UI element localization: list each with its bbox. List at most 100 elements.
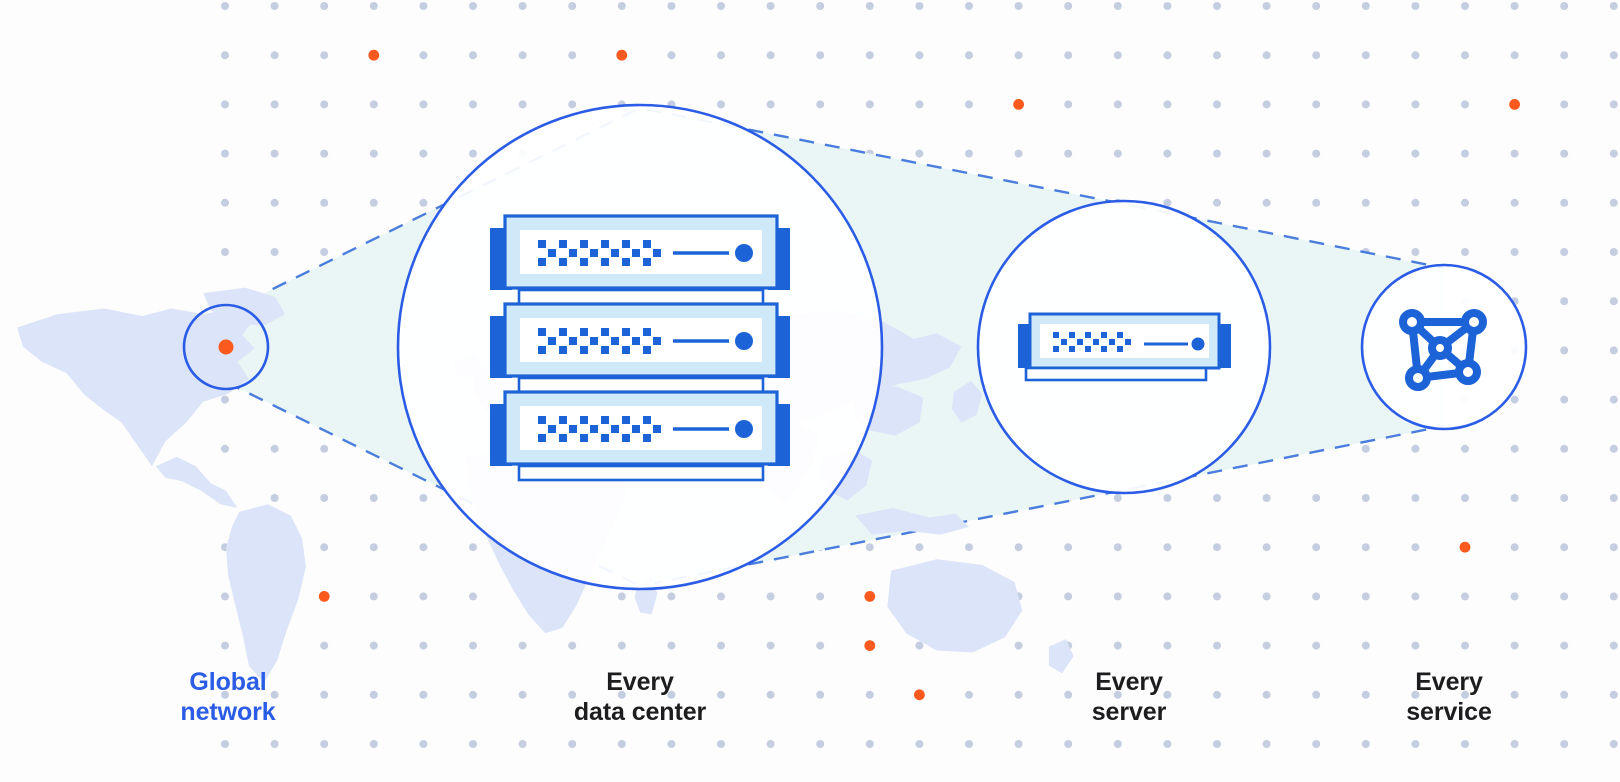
grid-dot	[816, 740, 825, 748]
grid-dot	[419, 494, 428, 502]
grid-dot	[270, 100, 279, 109]
rack-base-bar	[517, 464, 765, 482]
grid-dot	[1113, 543, 1122, 552]
server-led-grid	[1053, 332, 1131, 352]
network-node-dots	[1399, 309, 1487, 391]
grid-dot	[865, 2, 874, 10]
grid-dot	[1312, 592, 1321, 601]
grid-dot	[1213, 740, 1221, 748]
grid-dot	[1361, 494, 1370, 502]
grid-dot	[320, 543, 329, 552]
grid-dot	[270, 690, 279, 699]
grid-dot	[915, 51, 924, 60]
grid-dot	[1510, 543, 1519, 552]
grid-dot	[1014, 2, 1023, 10]
grid-dot	[717, 740, 725, 748]
grid-dot	[617, 690, 626, 699]
grid-dot	[816, 51, 825, 60]
grid-dot-highlighted	[318, 591, 330, 602]
grid-dot	[1361, 740, 1370, 748]
grid-dot	[270, 248, 279, 256]
grid-dot	[1361, 51, 1370, 60]
grid-dot	[1262, 592, 1271, 601]
grid-dot	[1064, 51, 1073, 60]
grid-dot	[1609, 444, 1618, 453]
grid-dot	[1014, 149, 1023, 158]
rack-unit-led-grid	[538, 240, 661, 266]
grid-dot	[1560, 592, 1569, 601]
grid-dot	[1163, 641, 1172, 650]
grid-dot	[1064, 543, 1073, 552]
grid-dot	[965, 2, 973, 10]
grid-dot	[1113, 149, 1122, 158]
grid-dot	[1064, 2, 1073, 10]
grid-dot	[419, 2, 428, 10]
grid-dot	[617, 740, 626, 748]
grid-dot	[1213, 494, 1221, 502]
dashed-guide-top	[225, 106, 1445, 314]
grid-dot	[1361, 641, 1370, 650]
grid-dot	[469, 641, 477, 650]
grid-dot	[667, 641, 676, 650]
grid-dot-highlighted	[368, 49, 380, 61]
grid-dot	[568, 51, 577, 60]
grid-dot	[766, 690, 775, 699]
grid-dot	[1312, 641, 1321, 650]
grid-dot	[1113, 2, 1122, 10]
grid-dot	[816, 2, 825, 10]
grid-dot	[221, 149, 229, 158]
grid-dot	[568, 100, 577, 109]
grid-dot	[1510, 248, 1519, 256]
grid-dot	[270, 494, 279, 502]
grid-dot	[915, 740, 924, 748]
grid-dot	[518, 740, 527, 748]
grid-dot	[320, 248, 329, 256]
grid-dot	[1560, 2, 1569, 10]
grid-dot	[270, 444, 279, 453]
grid-dot	[419, 641, 428, 650]
grid-dot	[469, 592, 477, 601]
rack-unit-2	[490, 302, 790, 378]
grid-dot	[766, 51, 775, 60]
grid-dot	[717, 2, 725, 10]
grid-dot	[369, 543, 378, 552]
grid-dot	[1609, 100, 1618, 109]
grid-dot	[1510, 690, 1519, 699]
caption-data-center: Every data center	[573, 668, 707, 726]
grid-dot	[568, 690, 577, 699]
grid-dot	[1461, 198, 1469, 207]
grid-dot	[717, 100, 725, 109]
grid-dot	[1213, 592, 1221, 601]
grid-dot	[1014, 641, 1023, 650]
grid-dot	[667, 740, 676, 748]
grid-dot	[865, 51, 874, 60]
grid-dot	[1609, 297, 1618, 306]
grid-dot	[1560, 543, 1569, 552]
grid-dot	[1262, 641, 1271, 650]
grid-dot	[568, 641, 577, 650]
grid-dot	[1411, 2, 1420, 10]
grid-dot	[816, 641, 825, 650]
grid-dot	[816, 592, 825, 601]
grid-dot	[1014, 543, 1023, 552]
single-server-icon	[1018, 312, 1231, 382]
grid-dot	[221, 198, 229, 207]
grid-dot	[1560, 641, 1569, 650]
grid-dot	[419, 690, 428, 699]
grid-dot	[1262, 149, 1271, 158]
grid-dot	[1064, 740, 1073, 748]
grid-dot	[667, 51, 676, 60]
grid-dot	[1163, 2, 1172, 10]
grid-dot	[1163, 100, 1172, 109]
grid-dot	[865, 100, 874, 109]
grid-dot	[617, 641, 626, 650]
grid-dot	[1609, 740, 1618, 748]
grid-dot	[1411, 100, 1420, 109]
grid-dot	[1510, 2, 1519, 10]
grid-dot	[1262, 100, 1271, 109]
grid-dot	[1213, 51, 1221, 60]
grid-dot	[1312, 100, 1321, 109]
grid-dot-highlighted	[864, 591, 876, 602]
grid-dot	[1262, 543, 1271, 552]
grid-dot	[717, 592, 725, 601]
